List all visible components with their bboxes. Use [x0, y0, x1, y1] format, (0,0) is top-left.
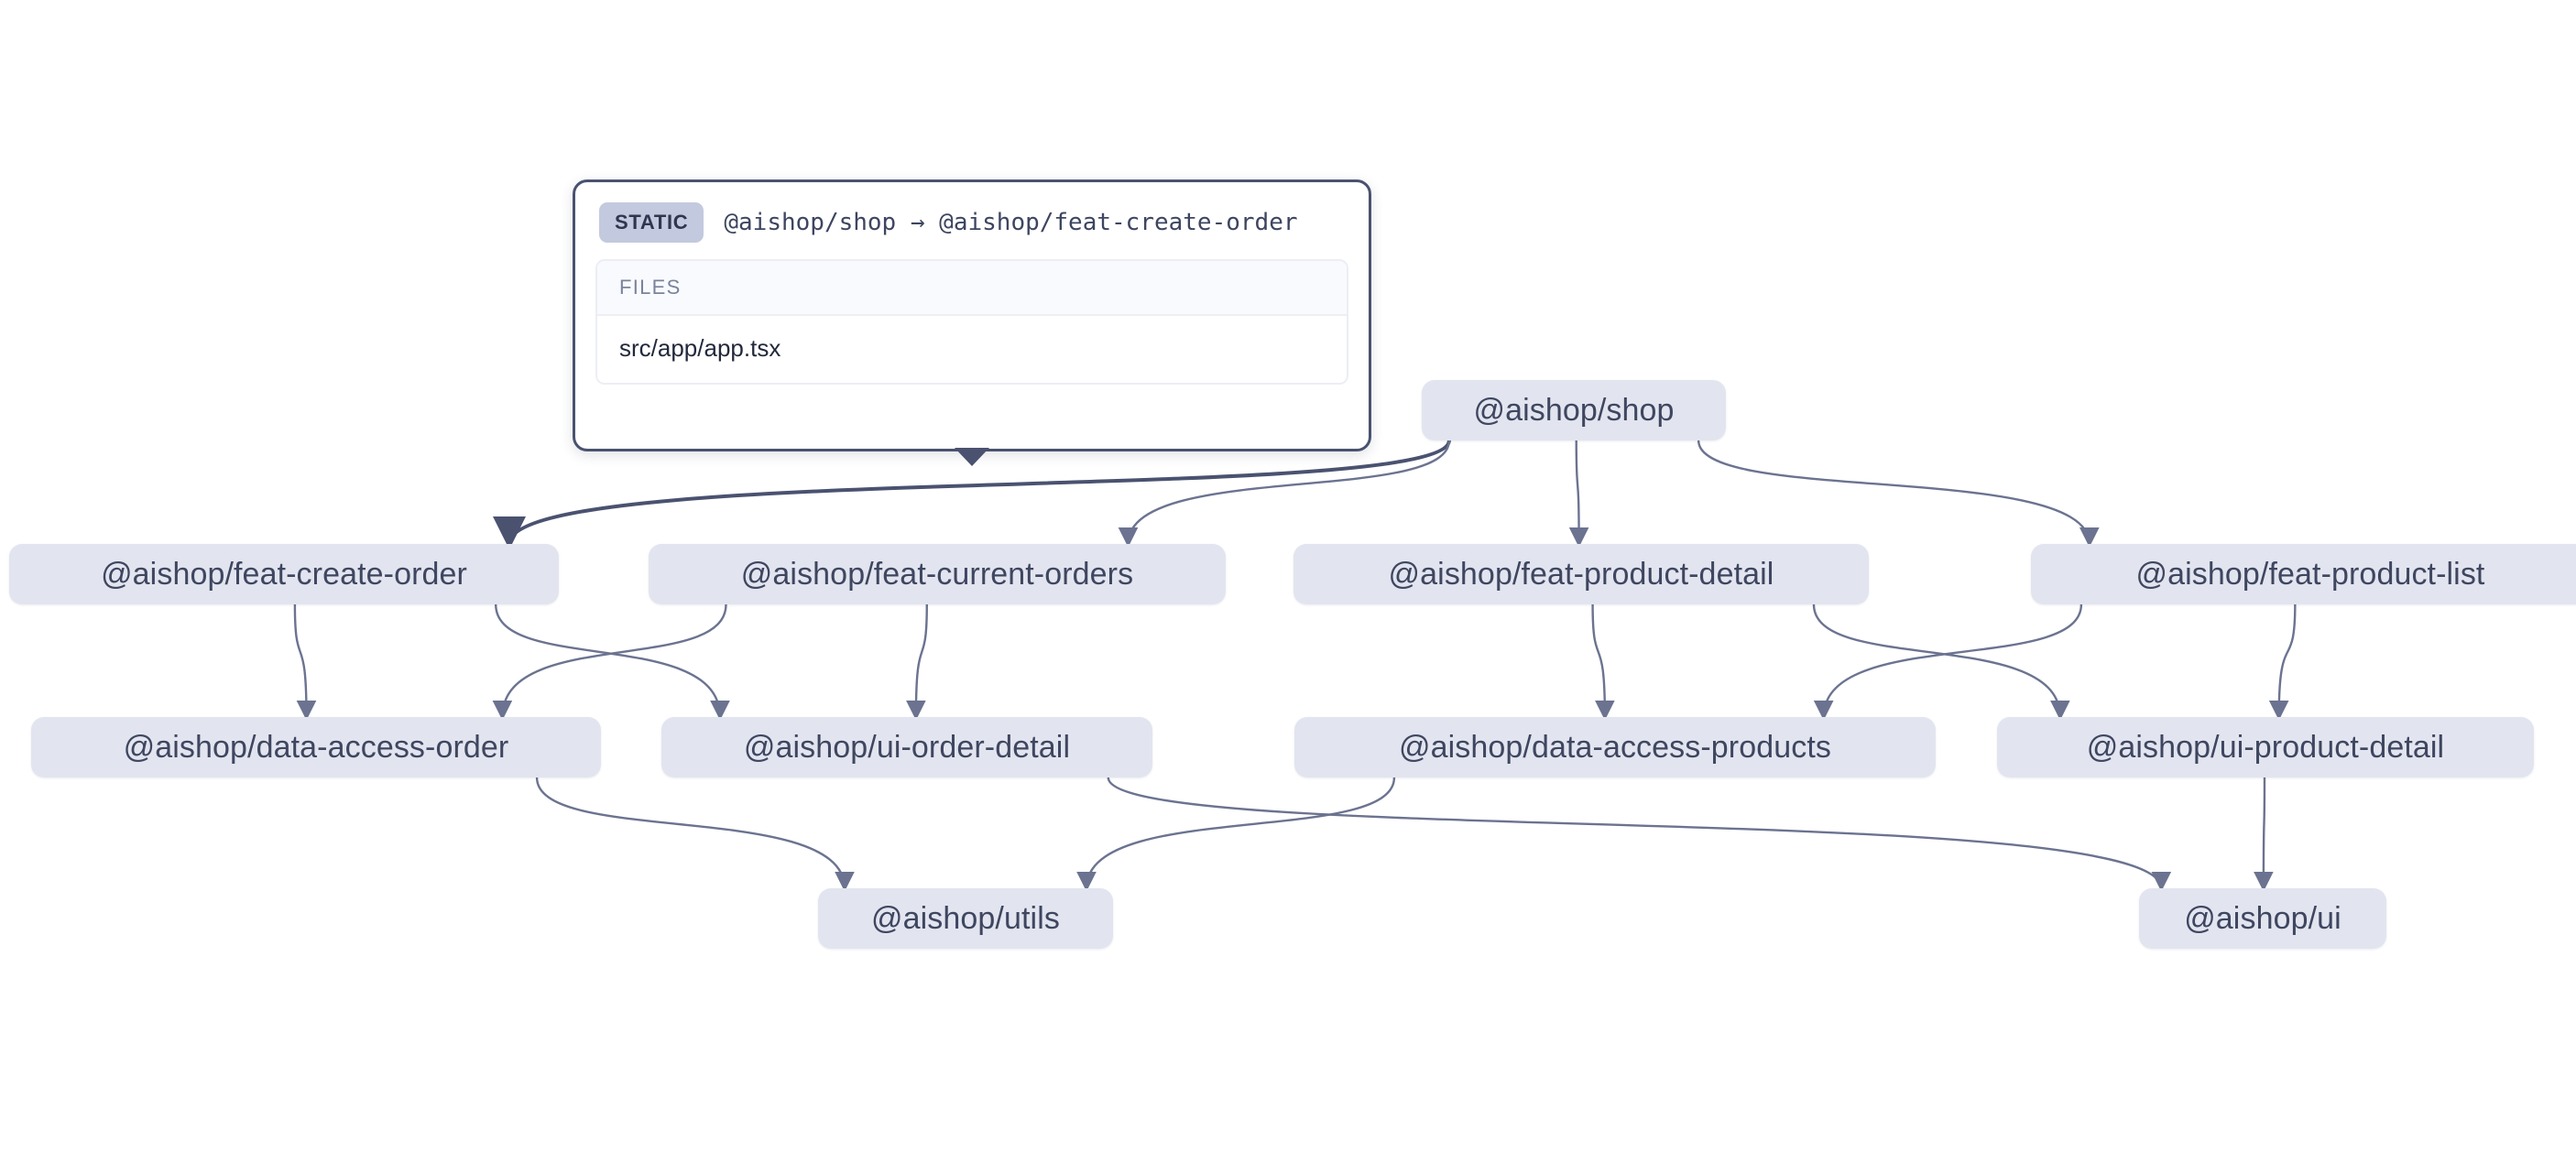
- edge-data-access-order-to-utils[interactable]: [535, 777, 855, 892]
- edge-feat-product-list-to-data-access-products[interactable]: [1813, 603, 2083, 721]
- edge-shop-to-feat-current-orders[interactable]: [1118, 440, 1451, 548]
- edge-feat-create-order-to-ui-order-detail[interactable]: [495, 603, 730, 721]
- graph-node-feat-product-detail[interactable]: @aishop/feat-product-detail: [1293, 544, 1869, 604]
- edge-feat-current-orders-to-ui-order-detail[interactable]: [906, 603, 928, 721]
- graph-node-utils[interactable]: @aishop/utils: [818, 888, 1113, 949]
- graph-node-feat-current-orders[interactable]: @aishop/feat-current-orders: [649, 544, 1226, 604]
- edge-feat-current-orders-to-data-access-order[interactable]: [492, 603, 727, 721]
- edge-feat-product-detail-to-ui-product-detail[interactable]: [1812, 603, 2070, 721]
- edge-feat-product-list-to-ui-product-detail[interactable]: [2268, 603, 2297, 721]
- edge-feat-create-order-to-data-access-order[interactable]: [293, 603, 317, 721]
- static-badge: STATIC: [599, 202, 704, 243]
- graph-node-data-access-products[interactable]: @aishop/data-access-products: [1294, 717, 1936, 777]
- edge-ui-product-detail-to-ui[interactable]: [2254, 777, 2274, 892]
- graph-node-ui[interactable]: @aishop/ui: [2139, 888, 2386, 949]
- graph-node-ui-order-detail[interactable]: @aishop/ui-order-detail: [661, 717, 1152, 777]
- tooltip-title: @aishop/shop → @aishop/feat-create-order: [724, 209, 1298, 236]
- graph-node-shop[interactable]: @aishop/shop: [1422, 380, 1726, 440]
- graph-node-ui-product-detail[interactable]: @aishop/ui-product-detail: [1997, 717, 2534, 777]
- edge-data-access-products-to-utils[interactable]: [1076, 777, 1396, 892]
- edge-detail-tooltip[interactable]: STATIC @aishop/shop → @aishop/feat-creat…: [573, 179, 1371, 466]
- files-section-header: FILES: [597, 261, 1347, 316]
- edge-ui-order-detail-to-ui[interactable]: [1107, 777, 2171, 892]
- tooltip-files-panel: FILES src/app/app.tsx: [595, 259, 1348, 385]
- edge-feat-product-detail-to-data-access-products[interactable]: [1591, 603, 1615, 721]
- edge-shop-to-feat-product-list[interactable]: [1697, 440, 2100, 548]
- files-list: src/app/app.tsx: [597, 316, 1347, 383]
- tooltip-header: STATIC @aishop/shop → @aishop/feat-creat…: [575, 182, 1369, 255]
- file-row[interactable]: src/app/app.tsx: [597, 316, 1347, 383]
- graph-node-feat-product-list[interactable]: @aishop/feat-product-list: [2031, 544, 2576, 604]
- graph-node-feat-create-order[interactable]: @aishop/feat-create-order: [9, 544, 559, 604]
- tooltip-pointer-icon: [955, 448, 989, 466]
- graph-node-data-access-order[interactable]: @aishop/data-access-order: [31, 717, 601, 777]
- edge-shop-to-feat-product-detail[interactable]: [1568, 440, 1589, 548]
